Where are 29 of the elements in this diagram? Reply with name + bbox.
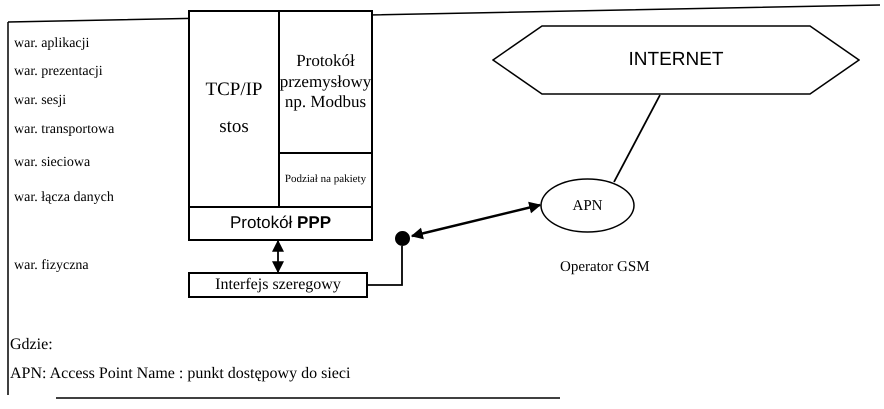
node-label: Protokół PPP — [230, 213, 332, 234]
layer-label: war. fizyczna — [14, 258, 89, 274]
layer-label: war. aplikacji — [14, 36, 90, 52]
connector-line — [613, 94, 661, 182]
double-arrow — [410, 202, 542, 240]
node-label: TCP/IP — [205, 79, 263, 102]
node-label: APN — [572, 196, 602, 214]
node-caption: Operator GSM — [560, 259, 650, 276]
layer-label: war. sieciowa — [14, 155, 90, 171]
layer-label: war. transportowa — [14, 122, 114, 138]
layer-label: war. sesji — [14, 93, 66, 109]
node-label: Interfejs szeregowy — [215, 275, 341, 295]
protocol-box — [278, 10, 373, 154]
note-text: Gdzie: — [10, 336, 53, 354]
stack-box — [188, 10, 280, 208]
connector-dot — [395, 231, 410, 246]
protocol-box — [188, 206, 373, 241]
double-arrow — [272, 240, 284, 274]
layer-label: war. prezentacji — [14, 64, 103, 80]
apn-ellipse — [540, 178, 635, 233]
node-label: Protokół przemysłowy np. Modbus — [280, 51, 372, 113]
node-label: stos — [219, 116, 249, 139]
interface-box — [188, 272, 368, 298]
node-label: INTERNET — [628, 48, 724, 72]
node-label: Podział na pakiety — [284, 173, 366, 187]
connector-line — [368, 246, 403, 286]
internet-hexagon — [492, 25, 860, 95]
note-text: APN: Access Point Name : punkt dostępowy do sieci — [10, 365, 350, 383]
layer-label: war. łącza danych — [14, 190, 114, 206]
